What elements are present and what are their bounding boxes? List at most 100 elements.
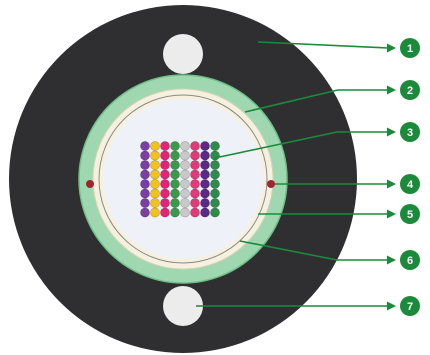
leader-arrow-3 <box>387 127 396 137</box>
optical-fiber <box>200 188 210 199</box>
optical-fiber <box>140 169 150 180</box>
badge-circle <box>400 250 420 270</box>
optical-fiber <box>190 160 200 170</box>
strength-member-top <box>163 34 203 74</box>
leader-line-1 <box>257 41 389 49</box>
optical-fiber <box>140 141 150 151</box>
optical-fiber <box>140 198 150 208</box>
optical-fiber <box>210 207 220 218</box>
optical-fiber <box>150 150 160 161</box>
badge-number: 2 <box>407 85 413 97</box>
leader-arrow-1 <box>387 43 396 53</box>
callout-badges: 1 2 3 4 5 6 7 <box>400 38 420 316</box>
optical-fiber <box>210 188 220 199</box>
optical-fiber <box>160 169 170 180</box>
optical-fiber <box>180 188 190 199</box>
callout-badge-7: 7 <box>400 296 420 316</box>
leader-arrow-4 <box>387 179 396 189</box>
callout-badge-3: 3 <box>400 122 420 142</box>
optical-fiber <box>210 150 220 161</box>
optical-fiber <box>160 150 170 161</box>
optical-fiber <box>170 207 180 218</box>
leader-line-6 <box>239 240 388 261</box>
optical-fiber <box>200 179 210 189</box>
optical-fiber <box>200 160 210 170</box>
optical-fiber <box>200 207 210 218</box>
optical-fiber <box>150 207 160 218</box>
leader-line-2 <box>244 89 388 113</box>
optical-fiber <box>150 160 160 170</box>
optical-fiber <box>180 169 190 180</box>
badge-number: 1 <box>407 43 413 55</box>
optical-fiber <box>180 141 190 151</box>
badge-number: 6 <box>407 255 413 267</box>
optical-fiber <box>180 207 190 218</box>
optical-fiber <box>160 141 170 151</box>
badge-circle <box>400 80 420 100</box>
optical-fiber <box>140 188 150 199</box>
optical-fiber <box>190 179 200 189</box>
optical-fiber <box>160 179 170 189</box>
optical-fiber <box>210 179 220 189</box>
ripcord-right <box>267 180 275 188</box>
optical-fiber <box>170 188 180 199</box>
optical-fiber <box>180 160 190 170</box>
leader-line-3 <box>214 131 388 159</box>
optical-fiber <box>140 179 150 189</box>
optical-fiber <box>180 150 190 161</box>
optical-fiber <box>170 198 180 208</box>
optical-fiber <box>150 188 160 199</box>
optical-fiber <box>170 160 180 170</box>
optical-fiber <box>210 169 220 180</box>
optical-fiber <box>190 141 200 151</box>
optical-fiber <box>210 160 220 170</box>
optical-fiber <box>200 169 210 180</box>
callout-leaders <box>196 41 396 311</box>
optical-fiber <box>160 188 170 199</box>
optical-fiber <box>190 198 200 208</box>
optical-fiber <box>140 207 150 218</box>
optical-fiber <box>150 198 160 208</box>
optical-fiber <box>160 198 170 208</box>
optical-fiber <box>180 198 190 208</box>
optical-fiber <box>210 198 220 208</box>
badge-number: 5 <box>407 209 413 221</box>
leader-arrow-6 <box>387 255 396 265</box>
optical-fiber <box>190 150 200 161</box>
strength-member-bottom <box>163 286 203 326</box>
badge-circle <box>400 122 420 142</box>
optical-fiber <box>180 179 190 189</box>
leader-arrow-5 <box>387 209 396 219</box>
optical-fiber <box>170 169 180 180</box>
badge-circle <box>400 174 420 194</box>
callout-badge-5: 5 <box>400 204 420 224</box>
optical-fiber <box>190 169 200 180</box>
optical-fiber <box>170 141 180 151</box>
callout-badge-4: 4 <box>400 174 420 194</box>
badge-circle <box>400 204 420 224</box>
optical-fiber <box>210 141 220 151</box>
optical-fiber <box>140 150 150 161</box>
leader-arrow-2 <box>387 85 396 95</box>
optical-fiber <box>170 150 180 161</box>
optical-fiber <box>200 198 210 208</box>
ripcord-left <box>86 180 94 188</box>
optical-fiber <box>200 141 210 151</box>
callout-badge-1: 1 <box>400 38 420 58</box>
badge-circle <box>400 296 420 316</box>
optical-fiber <box>140 160 150 170</box>
optical-fiber <box>170 179 180 189</box>
badge-circle <box>400 38 420 58</box>
loose-tube-interior <box>103 99 263 259</box>
badge-number: 4 <box>407 179 414 191</box>
fiber-bundle <box>140 141 220 218</box>
optical-fiber <box>200 150 210 161</box>
optical-fiber <box>190 207 200 218</box>
optical-fiber <box>150 169 160 180</box>
optical-fiber <box>160 160 170 170</box>
leader-arrow-7 <box>387 301 396 311</box>
optical-fiber <box>190 188 200 199</box>
cable-layers <box>9 5 357 353</box>
